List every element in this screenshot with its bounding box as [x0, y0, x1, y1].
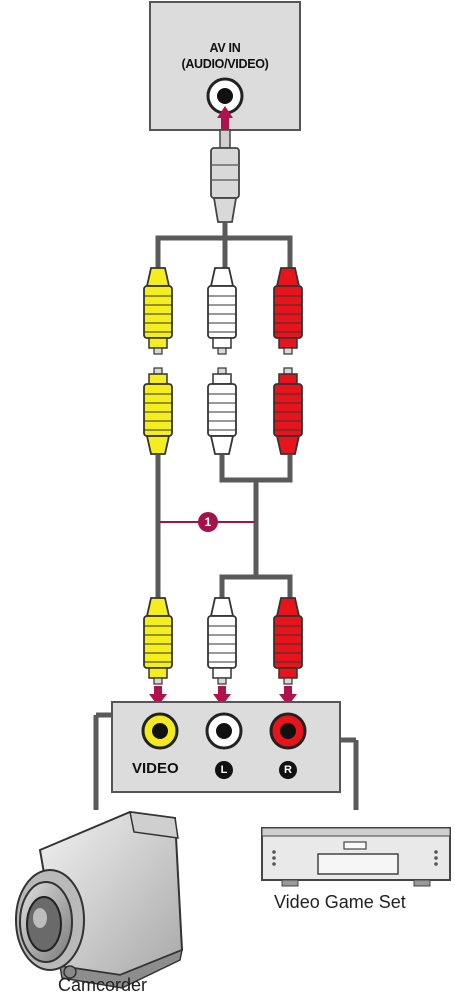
video-jack[interactable] — [143, 714, 177, 748]
cable-callout-number: 1 — [198, 512, 218, 532]
audio-left-plug-lower — [208, 598, 236, 684]
video-plug-lower — [144, 598, 172, 684]
video-game-set-illustration — [262, 828, 450, 886]
audio-right-plug-lower — [274, 598, 302, 684]
av-in-title: AV IN (AUDIO/VIDEO) — [150, 40, 300, 72]
left-port-label: L — [215, 761, 233, 779]
av-single-plug — [211, 130, 239, 222]
camcorder-illustration — [16, 812, 182, 988]
camcorder-caption: Camcorder — [58, 975, 147, 996]
video-plug-upper-set-a — [144, 268, 172, 354]
audio-right-plug-upper-set-a — [274, 268, 302, 354]
audio-left-plug-upper-set-b — [208, 368, 236, 454]
video-game-set-caption: Video Game Set — [274, 892, 406, 913]
audio-left-plug-upper-set-a — [208, 268, 236, 354]
video-port-label: VIDEO — [132, 760, 179, 777]
audio-right-jack[interactable] — [271, 714, 305, 748]
video-plug-upper-set-b — [144, 368, 172, 454]
av-in-title-line2: (AUDIO/VIDEO) — [150, 56, 300, 72]
audio-left-jack[interactable] — [207, 714, 241, 748]
av-in-title-line1: AV IN — [150, 40, 300, 56]
audio-right-plug-upper-set-b — [274, 368, 302, 454]
right-port-label: R — [279, 761, 297, 779]
